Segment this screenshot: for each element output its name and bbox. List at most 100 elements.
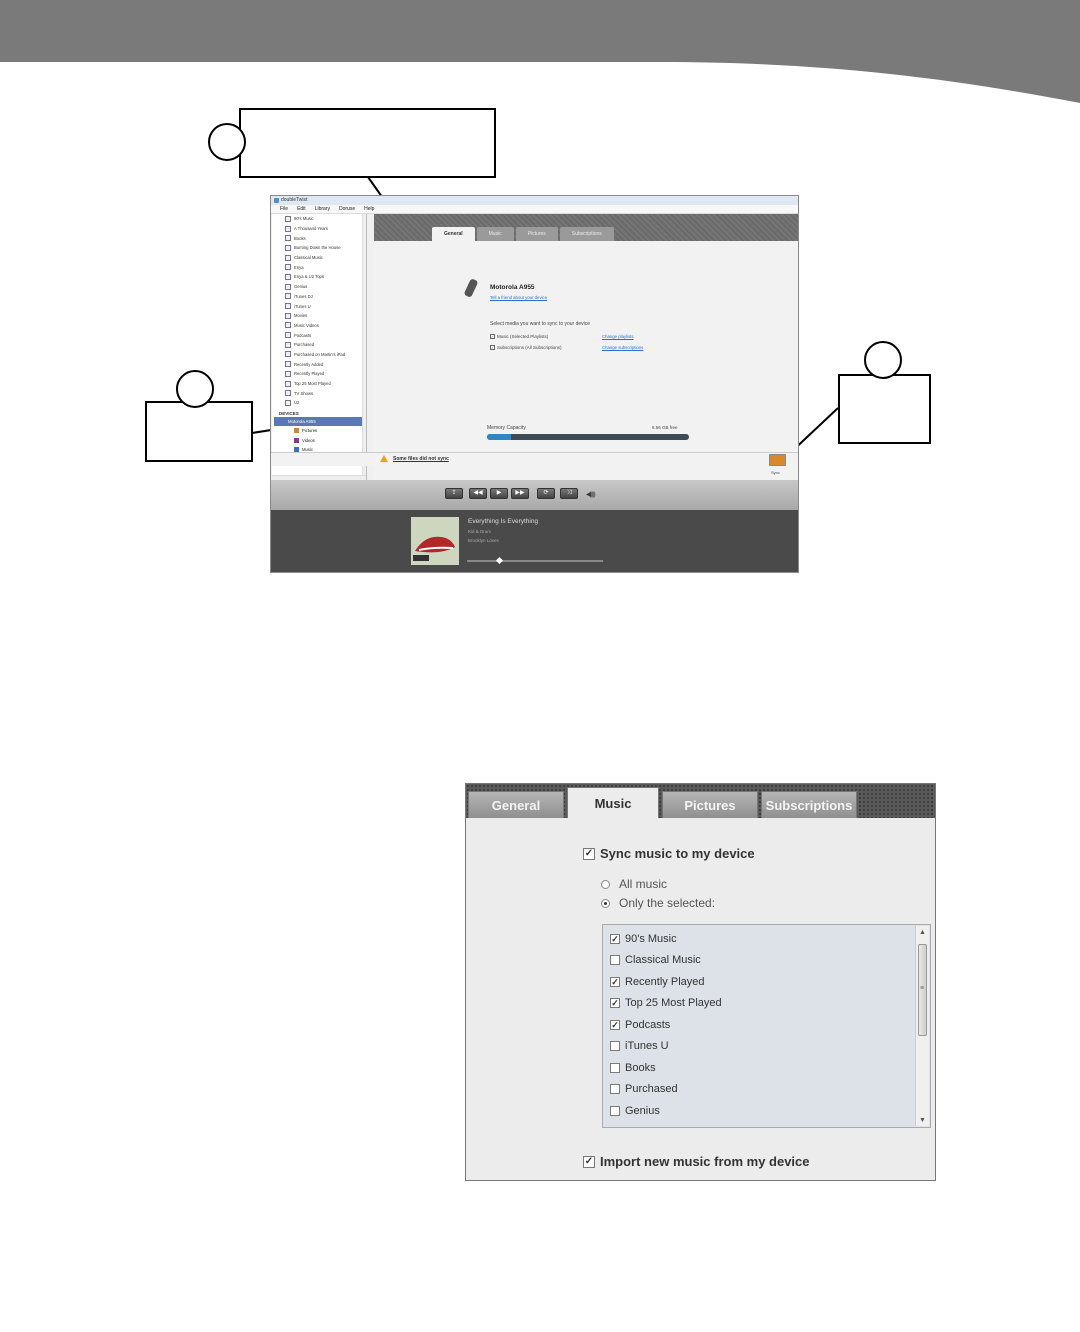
sidebar-playlist-item[interactable]: Top 25 Most Played [272,379,366,389]
sidebar-playlist-item[interactable]: Podcasts [272,330,366,340]
device-link[interactable]: Tell a friend about your device [490,295,548,300]
scroll-thumb[interactable]: ≡ [918,944,927,1036]
panel-tab-subscriptions[interactable]: Subscriptions [761,791,857,818]
playlist-icon [285,303,291,310]
menu-edit[interactable]: Edit [297,206,306,212]
playlist-list-item[interactable]: Genius [603,1100,930,1122]
playlist-checkbox[interactable]: ✓ [610,976,620,987]
eject-button[interactable]: ⇪ [445,488,463,499]
tab-subscriptions[interactable]: Subscriptions [559,227,614,241]
import-music-checkbox[interactable]: ✓ [583,1155,595,1168]
playlist-checkbox[interactable] [610,1041,620,1052]
sidebar-device-pictures[interactable]: Pictures [272,426,366,436]
sidebar-playlist-item[interactable]: Genius [272,282,366,292]
playlist-checkbox[interactable] [610,1105,620,1116]
app-icon [274,198,279,203]
sync-warning[interactable]: Some files did not sync [393,456,449,462]
sidebar-playlist-item[interactable]: Movies [272,311,366,321]
sidebar-playlist-item[interactable]: TV Shows [272,388,366,398]
menu-doruse[interactable]: Doruse [338,206,356,212]
playlist-checkbox[interactable] [610,1062,620,1073]
playlist-list-item[interactable]: Purchased [603,1079,930,1101]
sidebar-playlist-item[interactable]: Books [272,233,366,243]
play-button[interactable]: ▶ [490,488,508,499]
playlist-checkbox[interactable] [610,1084,620,1095]
playlist-list-item[interactable]: ✓Top 25 Most Played [603,993,930,1015]
tab-general[interactable]: General [432,227,475,241]
playlist-list-item[interactable]: ✓Podcasts [603,1014,930,1036]
radio-all-music-button[interactable] [601,879,610,889]
checkbox-music[interactable]: ✓ [490,334,495,339]
scroll-up-icon[interactable]: ▲ [919,929,926,936]
playlist-checkbox[interactable]: ✓ [610,933,620,944]
sidebar-playlist-item[interactable]: iTunes U [272,301,366,311]
sidebar-playlist-item[interactable]: Purchased on Martin's iPad [272,350,366,360]
scroll-down-icon[interactable]: ▼ [919,1117,926,1124]
repeat-button[interactable]: ⟳ [537,488,555,499]
sidebar-playlist-item[interactable]: Music Videos [272,321,366,331]
doubletwist-window: doubleTwist File Edit Library Doruse Hel… [270,195,799,573]
radio-only-selected[interactable]: Only the selected: [601,896,715,910]
radio-only-selected-button[interactable] [601,898,610,908]
playlist-list-item[interactable]: ✓90's Music [603,928,930,950]
playlist-icon [285,351,291,358]
playlist-list-label: Recently Played [625,975,705,988]
progress-knob[interactable] [495,556,503,565]
sidebar-scrollbar[interactable] [362,214,366,480]
sidebar-playlist-label: Genius [294,284,308,290]
sidebar-playlist-item[interactable]: Enya & U2 Tops [272,272,366,282]
playlist-list-item[interactable]: iTunes U [603,1036,930,1058]
playlist-checkbox[interactable]: ✓ [610,998,620,1009]
sync-music-label: Sync music to my device [600,846,755,861]
progress-track[interactable] [467,556,603,565]
panel-tab-pictures[interactable]: Pictures [662,791,758,818]
sync-button[interactable] [769,454,786,466]
volume-icon[interactable]: ◀))))) [586,492,596,498]
change-playlists-link[interactable]: Change playlists [602,334,634,339]
tab-pictures[interactable]: Pictures [515,227,558,241]
sidebar-playlist-label: Purchased [294,342,315,348]
sidebar-device-videos[interactable]: Videos [272,435,366,445]
playlist-scrollbar[interactable]: ▲ ≡ ▼ [915,926,929,1126]
change-subscriptions-link[interactable]: Change subscriptions [602,345,644,350]
playlist-list-item[interactable]: Books [603,1057,930,1079]
playback-controls: ⇪ ◀◀ ▶ ▶▶ ⟳ ⤨ ◀))))) [271,480,798,510]
media-row-music[interactable]: ✓ Music (Selected Playlists) [490,334,548,339]
sidebar-playlist-item[interactable]: A Thousand Years [272,224,366,234]
sidebar-playlist-item[interactable]: Burning Down the House [272,243,366,253]
radio-all-music[interactable]: All music [601,877,667,891]
menu-library[interactable]: Library [314,206,330,212]
sidebar-device-music[interactable]: Music [272,445,366,455]
next-button[interactable]: ▶▶ [511,488,529,499]
sidebar-device-item[interactable]: Motorola A955 [274,416,364,426]
sync-music-row[interactable]: ✓ Sync music to my device [583,846,755,861]
sync-music-checkbox[interactable]: ✓ [583,847,595,860]
playlist-checkbox[interactable]: ✓ [610,1019,620,1030]
import-music-row[interactable]: ✓ Import new music from my device [583,1154,810,1169]
panel-tab-general[interactable]: General [468,791,564,818]
sidebar-playlist-item[interactable]: iTunes DJ [272,292,366,302]
playlist-icon [285,380,291,387]
sidebar-horizontal-scrollbar[interactable] [272,475,366,480]
callout-number-right [864,341,902,379]
sidebar-playlist-item[interactable]: Purchased [272,340,366,350]
checkbox-subscriptions[interactable]: ✓ [490,345,495,350]
sidebar-playlist-item[interactable]: Recently Played [272,369,366,379]
media-row-subscriptions[interactable]: ✓ Subscriptions (All Subscriptions) [490,345,562,350]
menu-file[interactable]: File [280,206,289,212]
panel-tab-music[interactable]: Music [567,787,659,818]
sidebar-playlist-item[interactable]: Recently Added [272,359,366,369]
sidebar-playlist-item[interactable]: 90's Music [272,214,366,224]
sidebar-playlist-item[interactable]: Classical Music [272,253,366,263]
sidebar-playlist-item[interactable]: U2 [272,398,366,408]
sidebar-playlist-item[interactable]: Enya [272,262,366,272]
menu-help[interactable]: Help [364,206,375,212]
previous-button[interactable]: ◀◀ [469,488,487,499]
shuffle-button[interactable]: ⤨ [560,488,578,499]
videos-icon [294,437,299,443]
tab-music[interactable]: Music [476,227,514,241]
playlist-list-item[interactable]: ✓ Recently Played [603,971,930,993]
playlist-checkbox[interactable] [610,955,620,966]
playlist-list-item[interactable]: Classical Music [603,950,930,972]
